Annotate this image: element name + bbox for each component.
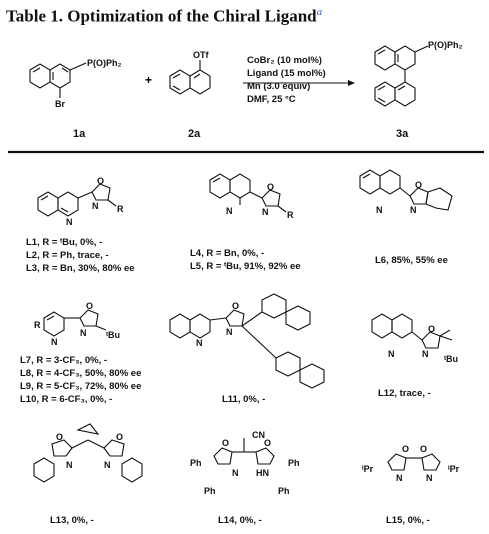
atom-N: N: [422, 349, 429, 359]
structure-L14: [213, 438, 275, 465]
atom-otf: OTf: [193, 50, 209, 60]
atom-N: N: [104, 460, 111, 470]
structure-L12: [371, 313, 453, 349]
atom-tBu: ᵗBu: [106, 330, 120, 340]
atom-O: O: [264, 438, 271, 448]
atom-O: O: [232, 301, 239, 311]
ligand-L12: L12, trace, -: [378, 388, 431, 399]
ligand-L14: L14, 0%, -: [218, 515, 262, 526]
atom-N: N: [66, 217, 73, 227]
structure-2a: [169, 60, 211, 95]
atom-N: N: [92, 201, 99, 211]
atom-iPr: ⁱPr: [448, 463, 460, 474]
atom-R: R: [287, 210, 294, 220]
ligand-L8: L8, R = 4-CF₃, 50%, 80% ee: [20, 368, 142, 379]
atom-N: N: [51, 337, 58, 347]
atom-O: O: [267, 182, 274, 192]
atom-N: N: [376, 205, 383, 215]
structure-L7-L10: [43, 309, 107, 337]
atom-N: N: [66, 460, 73, 470]
structure-L6: [359, 169, 453, 211]
condition-reductant: Mn (3.0 equiv): [247, 81, 311, 92]
structure-L13: [33, 423, 143, 483]
ligand-L6: L6, 85%, 55% ee: [375, 255, 448, 266]
atom-pop-1a: P(O)Ph₂: [87, 58, 122, 68]
atom-N: N: [226, 206, 233, 216]
atom-O: O: [56, 432, 63, 442]
atom-Ph: Ph: [288, 458, 300, 468]
ligand-results-L1-L3: L1, R = ᵗBu, 0%, - L2, R = Ph, trace, - …: [26, 236, 135, 275]
atom-pop-3a: P(O)Ph₂: [428, 40, 463, 50]
atom-CN: CN: [252, 430, 265, 440]
ligand-L4: L4, R = Bn, 0%, -: [190, 248, 265, 259]
atom-N: N: [396, 473, 403, 483]
atom-N: N: [262, 207, 269, 217]
ligand-L2: L2, R = Ph, trace, -: [26, 250, 109, 261]
ligand-L10: L10, R = 6-CF₃, 0%, -: [20, 394, 113, 405]
atom-tBu: ᵗBu: [444, 354, 458, 364]
atom-iPr: ⁱPr: [362, 463, 374, 474]
compound-label-1a: 1a: [73, 128, 86, 140]
table-title: Table 1. Optimization of the Chiral Liga…: [6, 6, 322, 27]
atom-O: O: [402, 444, 409, 454]
ligand-results-L4-L5: L4, R = Bn, 0%, - L5, R = ᵗBu, 91%, 92% …: [190, 247, 301, 273]
atom-N: N: [410, 205, 417, 215]
compound-label-2a: 2a: [188, 128, 201, 140]
structure-1a: [29, 62, 87, 98]
atom-O: O: [116, 432, 123, 442]
atom-N: N: [80, 328, 87, 338]
atom-HN: HN: [256, 468, 269, 478]
structure-L15: [387, 453, 441, 471]
atom-N: N: [426, 473, 433, 483]
ligand-results-L7-L10: L7, R = 3-CF₃, 0%, - L8, R = 4-CF₃, 50%,…: [20, 354, 141, 406]
table-title-text: Table 1. Optimization of the Chiral Liga…: [6, 6, 317, 26]
structure-L4-L5: [209, 173, 287, 213]
ligand-L5: L5, R = ᵗBu, 91%, 92% ee: [190, 261, 301, 272]
ligand-L9: L9, R = 5-CF₃, 72%, 80% ee: [20, 381, 142, 392]
ligand-L13: L13, 0%, -: [50, 515, 94, 526]
atom-N: N: [388, 349, 395, 359]
ligand-L1: L1, R = ᵗBu, 0%, -: [26, 237, 103, 248]
atom-R: R: [117, 204, 124, 214]
reaction-arrow: [243, 80, 355, 86]
ligand-L11: L11, 0%, -: [222, 394, 266, 405]
atom-O: O: [420, 444, 427, 454]
title-footnote: a: [316, 6, 323, 18]
structure-3a: [374, 45, 429, 107]
atom-O: O: [222, 438, 229, 448]
condition-catalyst: CoBr₂ (10 mol%): [247, 55, 322, 66]
condition-ligand: Ligand (15 mol%): [247, 68, 326, 79]
structure-L11: [169, 293, 325, 389]
atom-R: R: [34, 320, 41, 330]
atom-N: N: [232, 468, 239, 478]
ligand-L15: L15, 0%, -: [386, 515, 430, 526]
atom-O: O: [97, 176, 104, 186]
atom-Ph: Ph: [204, 486, 216, 496]
conditions: CoBr₂ (10 mol%) Ligand (15 mol%) Mn (3.0…: [247, 54, 326, 106]
atom-O: O: [86, 301, 93, 311]
plus-sign: +: [145, 73, 152, 87]
compound-label-3a: 3a: [396, 128, 409, 140]
atom-Ph: Ph: [278, 486, 290, 496]
ligand-L7: L7, R = 3-CF₃, 0%, -: [20, 355, 108, 366]
atom-br: Br: [55, 99, 65, 109]
atom-N: N: [196, 338, 203, 348]
atom-O: O: [428, 324, 435, 334]
atom-N: N: [226, 327, 233, 337]
ligand-L3: L3, R = Bn, 30%, 80% ee: [26, 263, 135, 274]
condition-solvent-temp: DMF, 25 °C: [247, 94, 296, 105]
structure-L1-L3: [37, 183, 117, 217]
atom-Ph: Ph: [190, 458, 202, 468]
atom-O: O: [415, 180, 422, 190]
